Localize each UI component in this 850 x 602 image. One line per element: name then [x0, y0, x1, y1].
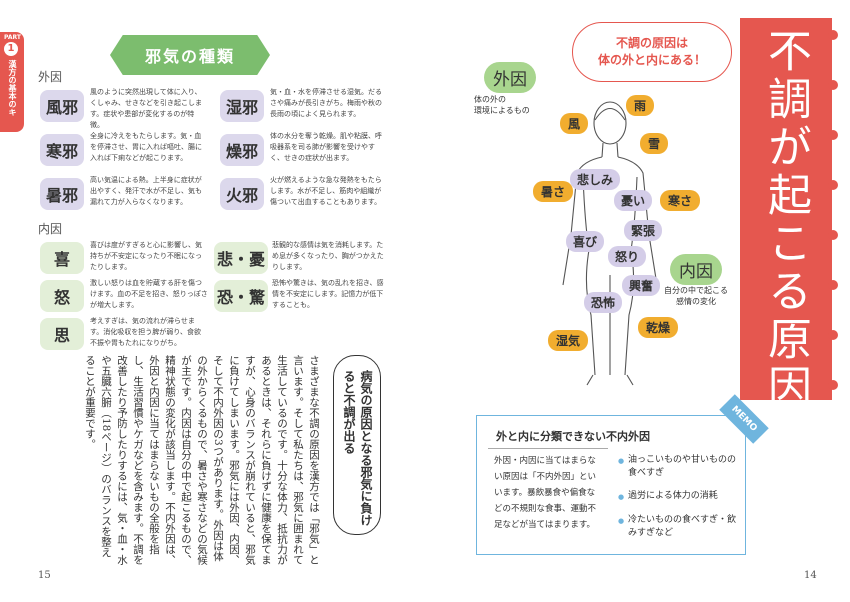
naiin-section-label: 内因 [38, 222, 63, 236]
binding-dot [828, 380, 838, 390]
main-heading: 病気の原因となる邪気に負けると不調が出る [342, 370, 373, 526]
section-banner: 邪気の種類 [110, 35, 270, 75]
external-dryness: 乾燥 [638, 317, 679, 338]
kanji-box-shitsuja: 湿邪 [220, 90, 264, 122]
kanji-box-do: 怒 [40, 280, 84, 312]
internal-fear: 恐怖 [584, 292, 623, 313]
part-title: 漢方の基本のキ [8, 60, 17, 116]
external-wind: 風 [560, 113, 589, 134]
desc-ki: 喜びは度がすぎると心に影響し、気持ちが不安定になったり不眠になったりします。 [90, 241, 202, 271]
desc-do: 激しい怒りは血を貯蔵する肝を傷つけます。血の不足を招き、怒りっぽさが増大します。 [90, 279, 208, 309]
internal-worry: 憂い [614, 190, 653, 211]
kanji-box-kaja: 火邪 [220, 178, 264, 210]
desc-fuja: 風のように突然出現して体に入り、くしゃみ、せきなどを引き起こします。症状や患部が… [90, 88, 202, 129]
gaiin-sub-1: 体の外の [474, 95, 506, 104]
gaiin-section-label: 外因 [38, 70, 63, 84]
binding-dot [828, 30, 838, 40]
memo-title: 外と内に分類できない不内外因 [496, 430, 650, 443]
memo-item-3: 冷たいものの食べすぎ・飲みすぎなど [618, 514, 738, 540]
desc-hi-yu: 悲観的な感情は気を消耗します。ため息が多くなったり、胸がつかえたりします。 [272, 241, 384, 271]
naiin-sub-2: 感情の変化 [676, 297, 716, 306]
kanji-box-ki: 喜 [40, 242, 84, 274]
main-body-text: さまざまな不調の原因を漢方では「邪気」と言います。そして私たちは、邪気に囲まれて… [84, 355, 320, 565]
desc-soja: 体の水分を奪う乾燥。肌や粘膜、呼吸器系を司る肺が影響を受けやすく、せきの症状が出… [270, 132, 382, 162]
binding-dot [828, 130, 838, 140]
page-number-right: 14 [804, 570, 817, 581]
gaiin-pill: 外因 [484, 62, 536, 93]
page-title: 不調が起こる原因 [760, 28, 811, 412]
external-cold: 寒さ [660, 190, 701, 211]
internal-tension: 緊張 [624, 220, 663, 241]
desc-kyo-kyo: 恐怖や驚きは、気の乱れを招き、感情を不安定にします。記憶力が低下することも。 [272, 279, 384, 309]
part-tab: PART 1 漢方の基本のキ [0, 32, 24, 132]
external-humidity: 湿気 [548, 330, 589, 351]
naiin-pill: 内因 [670, 254, 722, 285]
desc-shi: 考えすぎは、気の流れが滞らせます。消化吸収を担う脾が弱り、食欲不振や胃もたれにな… [90, 317, 202, 347]
kanji-box-kanja: 寒邪 [40, 134, 84, 166]
binding-dot [828, 330, 838, 340]
kanji-box-kyo-kyo: 恐・驚 [214, 280, 268, 312]
memo-left-text: 外因・内因に当てはまらない原因は「不内外因」といいます。暴飲暴食や偏食などの不規… [488, 448, 608, 542]
speech-bubble: 不調の原因は 体の外と内にある！ [572, 22, 732, 82]
desc-kaja: 火が燃えるような急な発熱をもたらします。水が不足し、筋肉や組織が傷ついて出血する… [270, 176, 382, 206]
desc-shoja: 高い気温による熱。上半身に症状が出やすく、発汗で水が不足し、気も漏れて力が入らな… [90, 176, 202, 206]
binding-dot [828, 230, 838, 240]
kanji-box-fuja: 風邪 [40, 90, 84, 122]
part-number: 1 [4, 42, 18, 56]
part-label: PART [4, 34, 21, 41]
binding-dot [828, 80, 838, 90]
kanji-box-shoja: 暑邪 [40, 178, 84, 210]
gaiin-sub-2: 環境によるもの [474, 106, 530, 115]
page-number-left: 15 [38, 570, 51, 581]
kanji-box-hi-yu: 悲・憂 [214, 242, 268, 274]
title-bar [740, 18, 832, 400]
desc-kanja: 全身に冷えをもたらします。気・血を停滞させ、胃に入れば嘔吐、腸に入れば下痢などが… [90, 132, 202, 162]
binding-dot [828, 180, 838, 190]
memo-item-1: 油っこいものや甘いものの食べすぎ [618, 454, 738, 480]
external-heat: 暑さ [533, 181, 574, 202]
external-rain: 雨 [626, 95, 655, 116]
internal-anger: 怒り [608, 246, 647, 267]
kanji-box-soja: 燥邪 [220, 134, 264, 166]
external-snow: 雪 [640, 133, 669, 154]
memo-item-2: 過労による体力の消耗 [618, 490, 738, 504]
bubble-line-1: 不調の原因は [615, 36, 688, 50]
binding-dot [828, 280, 838, 290]
internal-joy: 喜び [566, 231, 605, 252]
internal-excitement: 興奮 [622, 275, 661, 296]
internal-sadness: 悲しみ [570, 169, 621, 190]
bubble-line-2: 体の外と内にある！ [597, 53, 706, 67]
kanji-box-shi: 思 [40, 318, 84, 350]
naiin-sub-1: 自分の中で起こる [664, 286, 728, 295]
desc-shitsuja: 気・血・水を停滞させる湿気。だるさや痛みが長引きがち。梅雨や秋の長雨の頃によく見… [270, 88, 382, 118]
heading-frame [333, 355, 381, 535]
